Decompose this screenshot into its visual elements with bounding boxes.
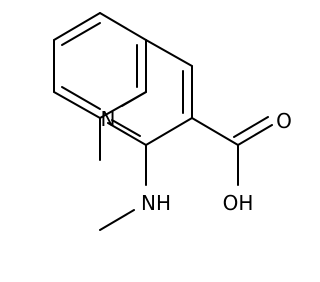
- carbonyl-oxygen-label: O: [276, 109, 292, 133]
- bond-c7-c8: [53, 91, 101, 119]
- bond-c4a-c4: [145, 39, 193, 67]
- bond-c5-c6: [53, 12, 101, 41]
- bond-nh-methyl: [99, 209, 135, 231]
- structure-canvas: N NH O OH: [53, 12, 292, 231]
- bond-c7-c8-inner: [61, 86, 101, 110]
- bond-c4a-c5: [99, 12, 147, 41]
- bond-c5-c6-inner: [61, 22, 101, 46]
- bond-c2-n1-inner: [111, 119, 141, 137]
- bond-c3-carboxyl: [191, 117, 239, 146]
- hydroxyl-label: OH: [223, 191, 254, 215]
- bond-c3-c2: [145, 117, 193, 146]
- bond-carboxyl-o: [237, 124, 273, 146]
- ring-nitrogen-label: N: [101, 107, 116, 131]
- molecule-diagram: N NH O OH: [53, 12, 292, 231]
- bond-n1-c8a: [121, 91, 147, 107]
- bond-c2-n1: [107, 122, 147, 146]
- amine-nh-label: NH: [141, 191, 171, 215]
- bond-carboxyl-o-inner: [233, 116, 269, 138]
